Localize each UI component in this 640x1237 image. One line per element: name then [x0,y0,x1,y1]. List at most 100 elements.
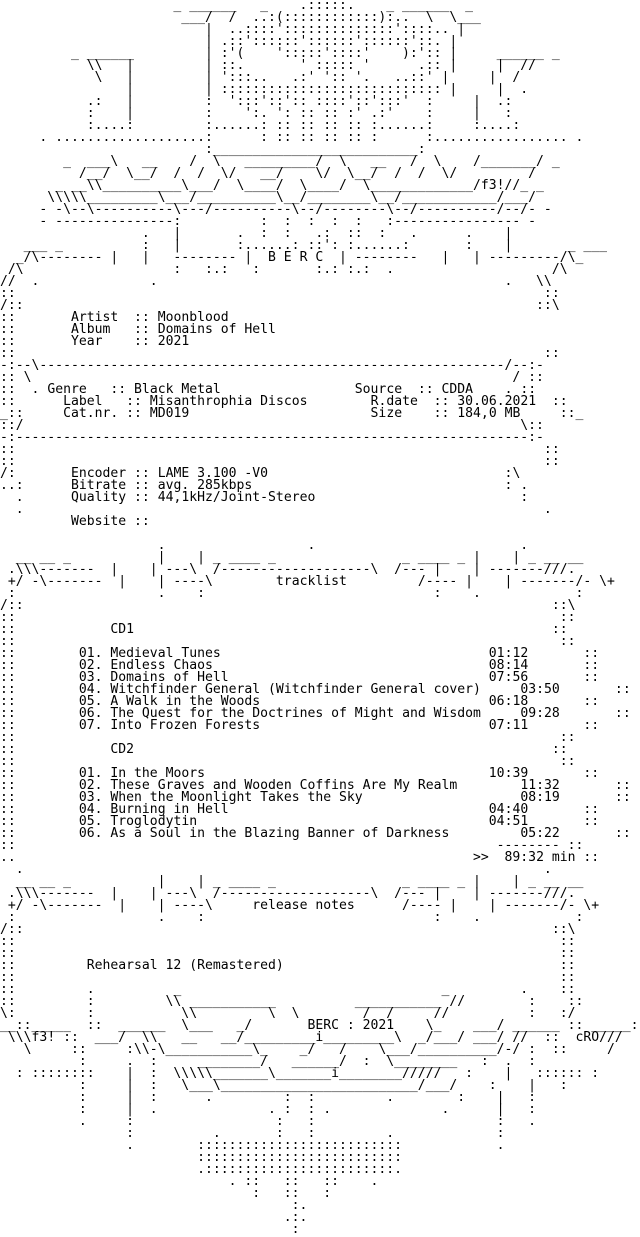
art-line: : :: : [0,1186,332,1201]
art-line: . :::::::::::::::::::::::::: . [0,1138,505,1153]
source-value: CDDA [441,382,474,397]
art-line: .\\\------- | | ---\ /------------------… [0,562,576,577]
info-line: ..: Bitrate :: avg. 285kbps : . [0,478,529,493]
notes-row: :: Rehearsal 12 (Remastered) :: [0,958,576,973]
art-line: \: : \\ \ \ / / // : :/ [0,1006,576,1021]
footer-credit: BERC : 2021 [307,1018,395,1033]
genre-value: Black Metal [134,382,221,397]
info-line: :: Album :: Domains of Hell [0,322,276,337]
footer-row: __::_____ :: ______ \___ _/ BERC : 2021 … [0,1018,640,1033]
track-row: :: 01. In the Moors 10:39 :: [0,766,600,781]
art-line: _ ______ _ .:::::. _ ______ _ [0,0,473,13]
info-line: :: Label :: Misanthrophia Discos R.date … [0,394,568,409]
info-line: _:: Cat.nr. :: MD019 Size :: 184,0 MB ::… [0,406,584,421]
section-header: +/ -\------- | | ----\ release notes /--… [0,898,600,913]
info-line: :: Year :: 2021 [0,334,190,349]
info-line: :: . Genre :: Black Metal Source :: CDDA… [0,382,537,397]
art-line: : | . . : : . . | : [0,1102,537,1117]
art-line: : . : : . : [0,586,584,601]
track-row: :: 04. Burning in Hell 04:40 :: [0,802,600,817]
art-line: ___ _ : | :......: ::': :......: : | _ _… [0,238,607,253]
art-line: :: :: [0,754,576,769]
art-line: .: | : ':::'::':: ::::'::':::' : | .: [0,94,513,109]
art-line: : . : : . : [0,1126,505,1141]
art-line: .\\\------- | | ---\ /------------------… [0,886,576,901]
info-line: :: Artist :: Moonblood [0,310,229,325]
track-row: :: 05. Troglodytin 04:51 :: [0,814,600,829]
art-line: :: : \\ ___________ ___________ // : :: [0,994,584,1009]
release-notes-text: Rehearsal 12 (Remastered) [86,958,284,973]
art-line: _ ______ | :'( ':::::'::::' ):':: | ____… [0,46,560,61]
art-line: :__________________________: [0,142,426,157]
rdate-value: 30.06.2021 [457,394,537,409]
art-line: : . : : . : [0,910,584,925]
art-line: :: :: [0,454,560,469]
track-row: :: 05. A Walk in the Woods 06:18 :: [0,694,600,709]
art-line: ___/ / ..:(::::::::::::):.. \ \___ [0,10,481,25]
art-line: \ | | ':::.. .:' ':: '. ..::' | | / [0,70,521,85]
footer-signature-right: cRO [575,1030,600,1045]
artist-value: Moonblood [157,310,229,325]
track-row: :: 02. Endless Chaos 08:14 :: [0,658,600,673]
label-value: Misanthrophia Discos [149,394,308,409]
art-line: . . [0,862,552,877]
art-line: . | . : : .: :: : . . | [0,226,513,241]
art-line: . : : : : . [0,1114,537,1129]
art-line: /:: ::\ [0,298,560,313]
art-line: /:: ::\ [0,922,576,937]
art-line: \ :: :\\-\___________\_ _/ / \___/______… [0,1042,615,1057]
track-row: :: 01. Medieval Tunes 01:12 :: [0,646,600,661]
cd-label: :: CD1 :: [0,622,568,637]
footer-signature-left: f3! [31,1030,56,1045]
art-line: :....: :......: :: :: :: :: :......: :..… [0,118,521,133]
art-line: :: :: [0,442,560,457]
art-line: :: :: [0,634,576,649]
art-line: _ ___\ __ / \ _________/ \ __ / \ /_____… [0,154,560,169]
art-line: - -\--\----------\---/----------\--/----… [0,202,552,217]
track-row: :: 04. Witchfinder General (Witchfinder … [0,682,631,697]
track-row: :: 03. When the Moonlight Takes the Sky … [0,790,631,805]
track-row: :: 02. These Graves and Wooden Coffins A… [0,778,631,793]
cd2-label: CD2 [110,742,135,757]
art-line: . . [0,502,552,517]
art-line: // . . . \\ [0,274,552,289]
art-line: :: :: [0,346,560,361]
track-row: :: 03. Domains of Hell 07:56 :: [0,670,600,685]
album-value: Domains of Hell [157,322,276,337]
art-line: _/\-------- | | -------- | B E R C | ---… [0,250,584,265]
year-value: 2021 [157,334,190,349]
art-line: /\ : :.: : :.: :.: . /\ [0,262,568,277]
art-line: :. [0,1198,308,1213]
track-row: :: 06. As a Soul in the Blazing Banner o… [0,826,631,841]
total-time: 89:32 min [504,850,576,865]
bitrate-value: avg. 285kbps [157,478,253,493]
art-line: /:: ::\ [0,598,576,613]
art-line: : . : ________/ ______/ : \________ : . … [0,1054,537,1069]
art-line: \\ | | ::. ' ::::: ' .:: | | // [0,58,537,73]
art-line: :: :: [0,610,576,625]
art-line: : [0,1222,300,1237]
art-line: : :::::::: | : \\\\\_______\_______i____… [0,1066,600,1081]
art-line: :: :: [0,286,560,301]
art-line: /__/ \__/ / / \/ __/ \/ \__/ / / \/ / [0,166,537,181]
art-line: :: :: [0,934,576,949]
art-line: __ __ _ | | _ ____ _ _ ____ _ | | _ __ _… [0,874,584,889]
art-line: _ __\\__________\___/ \____/ \____/ \___… [0,178,544,193]
tracklist-title: tracklist [275,574,347,589]
footer-row: \\\f3! :: ___/ \\ __ __/_________i______… [0,1030,623,1045]
art-line: : | : . : : . : | : [0,1090,537,1105]
cd-label: :: CD2 :: [0,742,568,757]
encoder-value: LAME 3.100 -V0 [157,466,269,481]
track-row: :: 06. The Quest for the Doctrines of Mi… [0,706,631,721]
art-line: . ...................: : :: :: :: :: : :… [0,130,584,145]
art-line: :: :: [0,970,576,985]
catnr-value: MD019 [149,406,190,421]
art-line: :::::::::::::::::::::::::: [0,1150,403,1165]
art-line: .::::::::::::::::::::::::. [0,1162,403,1177]
art-line: \\\\\_________\___/__________\__/_______… [0,190,537,205]
art-line: -:--------------------------------------… [0,430,544,445]
art-line: :: \ / :: [0,370,544,385]
release-notes-title: release notes [252,898,355,913]
info-line: /: Encoder :: LAME 3.100 -V0 :\ [0,466,521,481]
